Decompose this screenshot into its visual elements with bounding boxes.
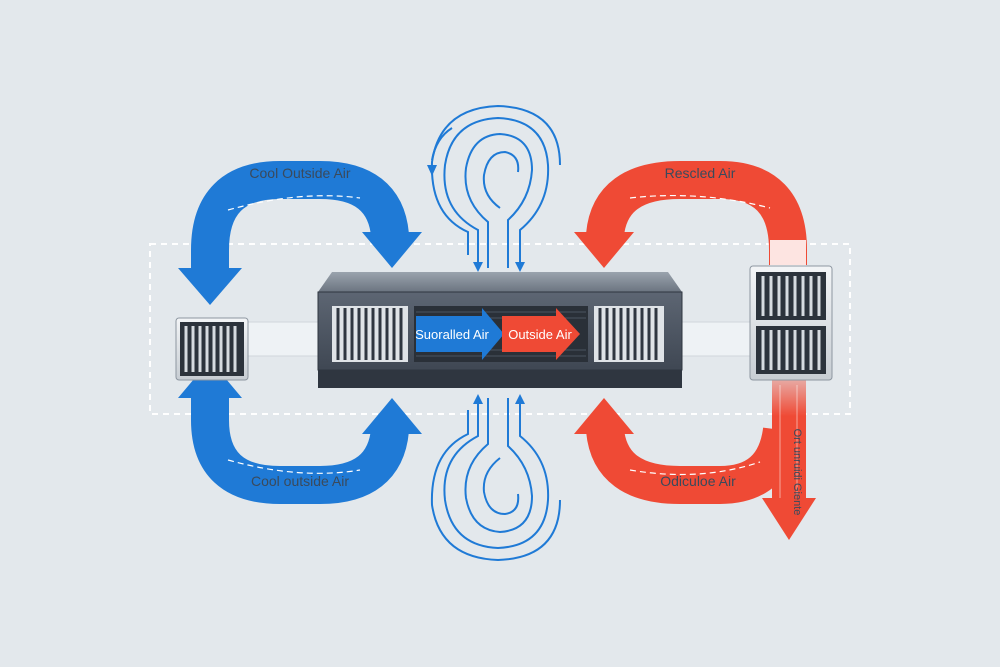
- arrow-down-icon: [574, 232, 634, 268]
- system-boundary: [149, 243, 851, 415]
- arrow-right-icon: [502, 308, 580, 360]
- label-core-supply-air: Suoralled Air: [415, 327, 489, 342]
- label-cool-outside-air-top: Cool Outside Air: [249, 165, 350, 181]
- cool-air-loop-top: [178, 161, 422, 305]
- exhaust-stream: [762, 380, 816, 540]
- arrow-down-icon: [762, 498, 816, 540]
- arrow-up-icon: [574, 398, 634, 434]
- arrow-down-icon: [362, 232, 422, 268]
- arrow-down-icon: [427, 165, 437, 176]
- heat-recovery-unit: [317, 272, 683, 388]
- left-duct: [247, 321, 323, 357]
- arrow-right-icon: [416, 308, 504, 360]
- right-duct: [679, 321, 753, 357]
- arrow-down-icon: [515, 262, 525, 272]
- label-exhaust-vertical: Ort unruidi Giente: [791, 429, 803, 516]
- arrow-up-icon: [362, 398, 422, 434]
- label-core-outside-air: Outside Air: [508, 327, 572, 342]
- recycled-air-loop-top: [574, 161, 807, 268]
- arrow-up-icon: [515, 394, 525, 404]
- arrow-down-icon: [178, 268, 242, 305]
- left-vent-unit: [175, 317, 249, 381]
- right-vent-unit: [749, 265, 833, 381]
- label-cool-outside-air-bottom: Cool outside Air: [251, 473, 349, 489]
- arrow-up-icon: [473, 394, 483, 404]
- airflow-swirl-top: [430, 104, 561, 268]
- label-outside-air-bottom: Odiculoe Air: [660, 473, 736, 489]
- outside-air-loop-bottom: [574, 398, 801, 504]
- label-recycled-air: Rescled Air: [665, 165, 736, 181]
- airflow-swirl-bottom: [430, 398, 561, 562]
- arrow-down-icon: [473, 262, 483, 272]
